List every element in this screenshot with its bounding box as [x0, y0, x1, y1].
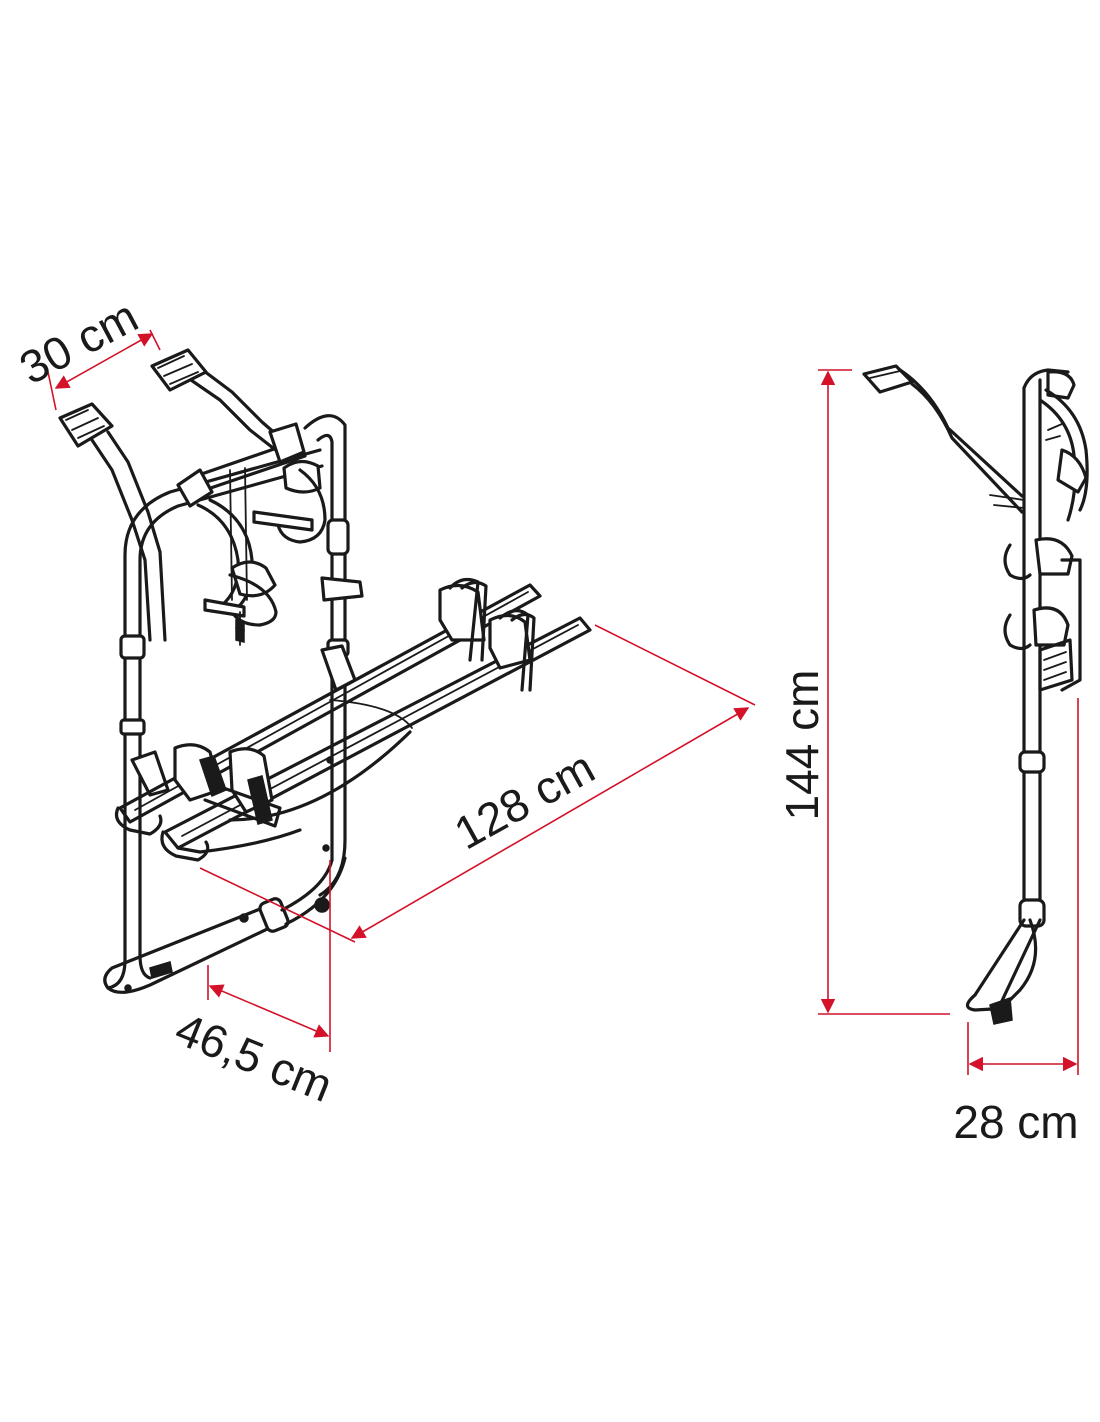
rear-wheel-holders: [438, 577, 536, 692]
rack-side-view: [862, 364, 1089, 1025]
front-wheel-holders: [173, 743, 282, 828]
side-top-bracket: [862, 364, 1024, 514]
label-46-5cm: 46,5 cm: [168, 1002, 339, 1112]
rack-perspective-view: [58, 348, 592, 994]
left-mount-arm: [58, 402, 167, 642]
dim-arrow-46-5cm: [208, 984, 330, 1038]
dimension-lines: [47, 329, 1079, 1075]
label-128cm: 128 cm: [446, 741, 603, 860]
dim-arrow-128cm: [350, 707, 750, 939]
label-30cm: 30 cm: [11, 290, 146, 395]
label-28cm: 28 cm: [953, 1096, 1078, 1148]
side-clips: [130, 576, 364, 797]
label-144cm: 144 cm: [776, 670, 828, 821]
dim-arrow-30cm: [54, 333, 154, 389]
upper-frame-holders: [176, 422, 327, 646]
side-holders: [989, 370, 1089, 692]
